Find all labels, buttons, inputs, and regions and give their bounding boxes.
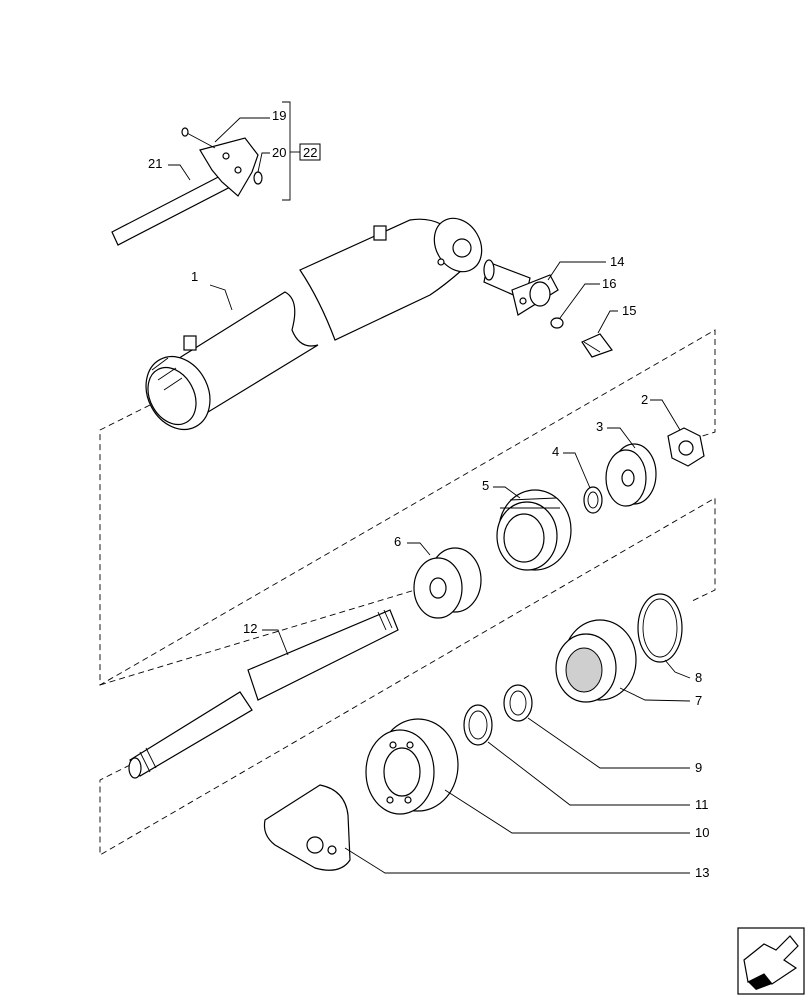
gland-part-7: [555, 619, 637, 703]
label-10: 10: [695, 825, 709, 840]
upper-dashed-box: [99, 329, 716, 686]
label-6: 6: [394, 534, 401, 549]
spacer-part-6: [413, 547, 482, 619]
label-9: 9: [695, 760, 702, 775]
label-1: 1: [191, 269, 198, 284]
label-5: 5: [482, 478, 489, 493]
o-ring-part-4: [583, 486, 603, 514]
label-15: 15: [622, 303, 636, 318]
label-16: 16: [602, 276, 616, 291]
cylinder-barrel: [145, 291, 319, 430]
ref-box-22: [299, 143, 321, 161]
label-4: 4: [552, 444, 559, 459]
o-ring-part-8: [637, 593, 683, 663]
end-cap-part-10: [365, 718, 459, 815]
label-12: 12: [243, 621, 257, 636]
label-7: 7: [695, 693, 702, 708]
piston-rod: [128, 609, 399, 779]
label-19: 19: [272, 108, 286, 123]
piston-part-5: [496, 489, 572, 571]
bracket-assembly: [111, 127, 263, 246]
label-2: 2: [641, 392, 648, 407]
pin-assembly: [483, 259, 613, 358]
label-13: 13: [695, 865, 709, 880]
label-14: 14: [610, 254, 624, 269]
arrow-navigation-icon[interactable]: [737, 927, 805, 995]
label-8: 8: [695, 670, 702, 685]
mounting-bracket-part-13: [263, 784, 351, 871]
label-11: 11: [695, 797, 709, 812]
label-22: 22: [303, 145, 317, 160]
lower-dashed-box: [99, 497, 716, 856]
cylinder-head: [299, 217, 483, 341]
label-20: 20: [272, 145, 286, 160]
ring-part-11: [463, 704, 493, 746]
washer-part-3: [605, 443, 657, 507]
label-3: 3: [596, 419, 603, 434]
wiper-part-9: [503, 684, 533, 722]
leader-lines: [168, 117, 691, 874]
label-21: 21: [148, 156, 162, 171]
